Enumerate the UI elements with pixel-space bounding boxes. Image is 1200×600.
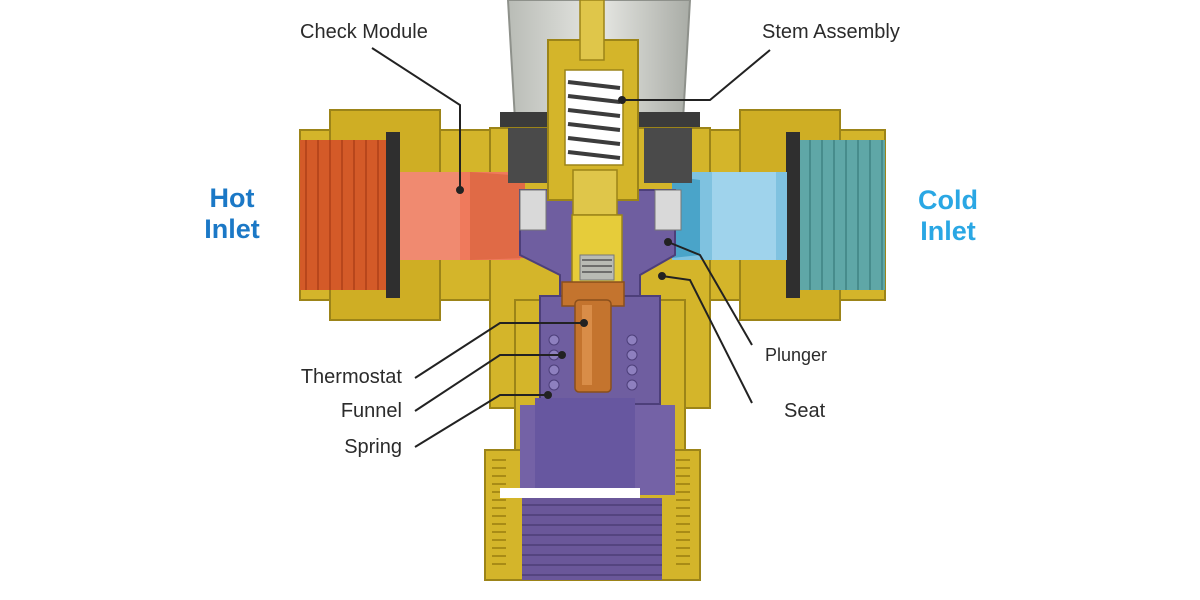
leader-thermostat xyxy=(414,322,584,379)
outlet-port xyxy=(492,458,690,580)
hot-inlet-port xyxy=(300,132,525,298)
cold-inlet-port xyxy=(672,132,885,298)
hot-inlet-line2: Inlet xyxy=(204,214,260,244)
label-thermostat: Thermostat xyxy=(300,366,402,388)
stem-assembly xyxy=(547,0,639,216)
label-plunger: Plunger xyxy=(765,345,828,365)
leader-seat xyxy=(661,275,753,404)
bonnet xyxy=(508,128,692,231)
cold-inlet-line2: Inlet xyxy=(920,216,976,246)
label-spring: Spring xyxy=(344,436,402,458)
label-seat: Seat xyxy=(784,400,826,422)
plunger xyxy=(571,214,623,286)
leader-funnel xyxy=(414,354,562,412)
label-funnel: Funnel xyxy=(340,400,402,422)
spring xyxy=(548,334,638,391)
leader-stem-assembly xyxy=(622,49,771,101)
leader-spring xyxy=(414,394,548,448)
label-check-module: Check Module xyxy=(300,21,428,43)
label-stem-assembly: Stem Assembly xyxy=(762,21,900,43)
leader-check-module xyxy=(371,47,461,190)
leader-lines xyxy=(371,47,771,448)
cold-inlet-line1: Cold xyxy=(918,185,978,215)
leader-plunger xyxy=(667,241,753,346)
cold-inlet-label: Cold Inlet xyxy=(908,185,988,247)
hot-inlet-label: Hot Inlet xyxy=(192,183,272,245)
hot-inlet-line1: Hot xyxy=(209,183,255,213)
